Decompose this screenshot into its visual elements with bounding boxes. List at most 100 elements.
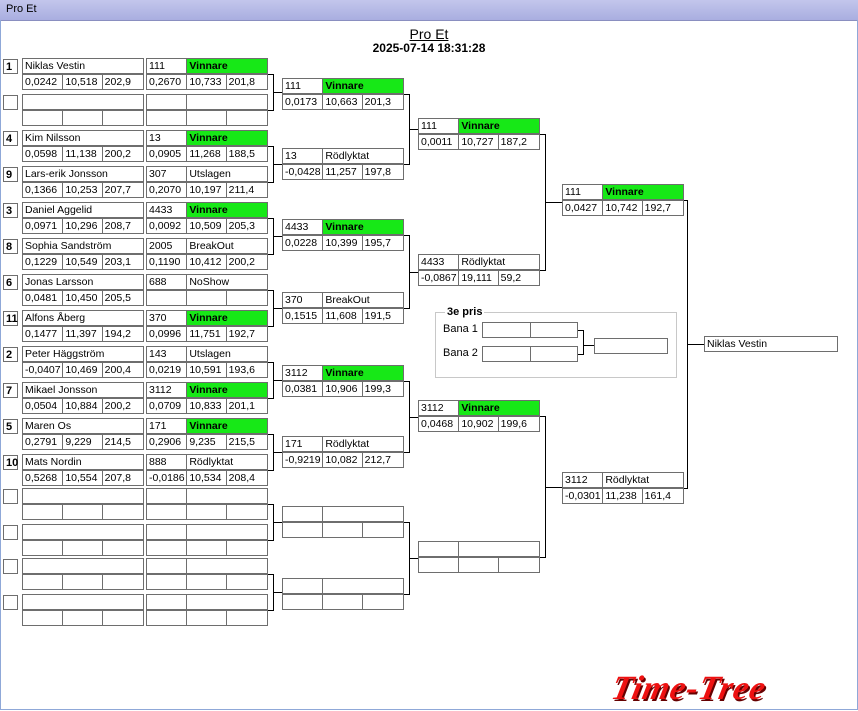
racer-name[interactable]: Daniel Aggelid	[22, 202, 144, 218]
round1-entry[interactable]	[146, 94, 268, 110]
round1-times[interactable]	[146, 574, 268, 590]
racer-name[interactable]	[22, 594, 144, 610]
round1-entry[interactable]	[146, 524, 268, 540]
racer-name[interactable]: Sophia Sandström	[22, 238, 144, 254]
racer-name[interactable]	[22, 488, 144, 504]
racer-times[interactable]	[22, 610, 144, 626]
third-prize-lane1[interactable]	[482, 322, 578, 338]
final-winner[interactable]: Niklas Vestin	[704, 336, 838, 352]
racer-name[interactable]: Jonas Larsson	[22, 274, 144, 290]
round1-times[interactable]	[146, 610, 268, 626]
round1-entry[interactable]	[146, 488, 268, 504]
racer-name[interactable]	[22, 94, 144, 110]
racer-times[interactable]	[22, 574, 144, 590]
racer-name[interactable]: Alfons Åberg	[22, 310, 144, 326]
racer-name[interactable]: Peter Häggström	[22, 346, 144, 362]
racer-times[interactable]	[22, 504, 144, 520]
racer-name[interactable]	[22, 524, 144, 540]
round1-times[interactable]	[146, 504, 268, 520]
third-prize-lane2[interactable]	[482, 346, 578, 362]
racer-name[interactable]: Mats Nordin	[22, 454, 144, 470]
round2-entry[interactable]	[282, 578, 404, 594]
racer-times[interactable]	[22, 540, 144, 556]
racer-name[interactable]: Lars-erik Jonsson	[22, 166, 144, 182]
round3-times[interactable]	[418, 557, 540, 573]
racer-times-cell-0: 0,1366	[25, 184, 58, 196]
round2-times[interactable]	[282, 522, 404, 538]
racer-name[interactable]: Mikael Jonsson	[22, 382, 144, 398]
racer-name[interactable]	[22, 558, 144, 574]
round1-times[interactable]	[146, 540, 268, 556]
round2-times[interactable]	[282, 594, 404, 610]
round1-entry[interactable]	[146, 558, 268, 574]
racer-name[interactable]: Niklas Vestin	[22, 58, 144, 74]
round2-entry[interactable]	[282, 506, 404, 522]
racer-times[interactable]	[22, 110, 144, 126]
racer-name[interactable]: Maren Os	[22, 418, 144, 434]
round1-entry[interactable]	[146, 594, 268, 610]
round4-entry-cell-1: Vinnare	[602, 185, 683, 199]
third-prize-result[interactable]	[594, 338, 668, 354]
round3-entry[interactable]	[418, 541, 540, 557]
round1-times[interactable]	[146, 110, 268, 126]
racer-name[interactable]: Kim Nilsson	[22, 130, 144, 146]
round2-entry-cell-0	[283, 507, 322, 521]
round1-times[interactable]	[146, 290, 268, 306]
round1-times-cell-1	[186, 111, 225, 125]
